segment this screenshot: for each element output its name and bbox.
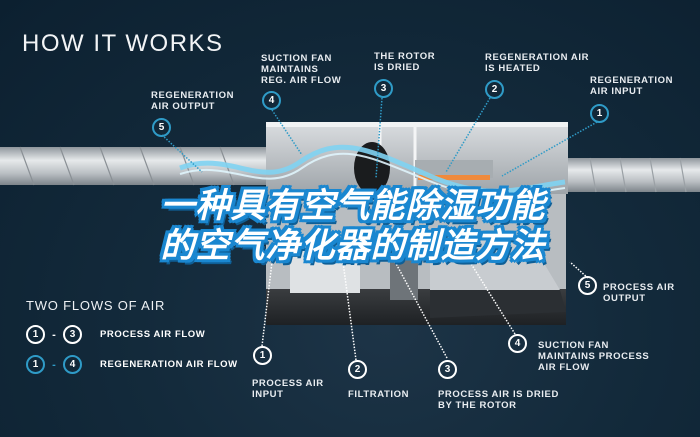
legend-title: TWO FLOWS OF AIR <box>26 298 166 313</box>
callout-label: PROCESS AIR IS DRIED BY THE ROTOR <box>438 389 559 411</box>
step-badge: 5 <box>152 118 171 137</box>
callout-label: REGENERATION AIR INPUT <box>590 75 674 97</box>
overlay-title-line-1: 一种具有空气能除湿功能 <box>160 186 546 226</box>
legend-label: REGENERATION AIR FLOW <box>100 359 238 370</box>
legend-dash: - <box>52 358 56 371</box>
regeneration-air-flow <box>179 144 566 194</box>
step-badge: 3 <box>374 79 393 98</box>
legend-to-badge: 3 <box>63 325 82 344</box>
step-badge: 2 <box>485 80 504 99</box>
callout-label: SUCTION FAN MAINTAINS REG. AIR FLOW <box>261 53 342 86</box>
top-leader-lines <box>161 97 598 179</box>
legend-label: PROCESS AIR FLOW <box>100 329 206 340</box>
callout-label: FILTRATION <box>348 389 410 400</box>
overlay-title: 一种具有空气能除湿功能 的空气净化器的制造方法 <box>108 186 598 266</box>
step-badge: 5 <box>578 276 597 295</box>
callout-label: PROCESS AIR OUTPUT <box>603 282 675 304</box>
callout-label: REGENERATION AIR OUTPUT <box>151 90 235 112</box>
step-badge: 1 <box>253 346 272 365</box>
callout-label: SUCTION FAN MAINTAINS PROCESS AIR FLOW <box>538 340 650 373</box>
callout-label: REGENERATION AIR IS HEATED <box>485 52 590 74</box>
legend-from-badge: 1 <box>26 355 45 374</box>
callout-label: THE ROTOR IS DRIED <box>374 51 436 73</box>
callout-label: PROCESS AIR INPUT <box>252 378 324 400</box>
step-badge: 1 <box>590 104 609 123</box>
step-badge: 4 <box>508 334 527 353</box>
legend-row-regeneration: 1 - 4 REGENERATION AIR FLOW <box>26 355 238 374</box>
step-badge: 3 <box>438 360 457 379</box>
right-duct <box>565 157 700 193</box>
bottom-leader-lines <box>261 257 589 361</box>
legend-dash: - <box>52 328 56 341</box>
page-title: HOW IT WORKS <box>22 30 224 57</box>
legend-to-badge: 4 <box>63 355 82 374</box>
legend-from-badge: 1 <box>26 325 45 344</box>
step-badge: 4 <box>262 91 281 110</box>
legend-row-process: 1 - 3 PROCESS AIR FLOW <box>26 325 205 344</box>
overlay-title-line-2: 的空气净化器的制造方法 <box>160 226 546 266</box>
step-badge: 2 <box>348 360 367 379</box>
